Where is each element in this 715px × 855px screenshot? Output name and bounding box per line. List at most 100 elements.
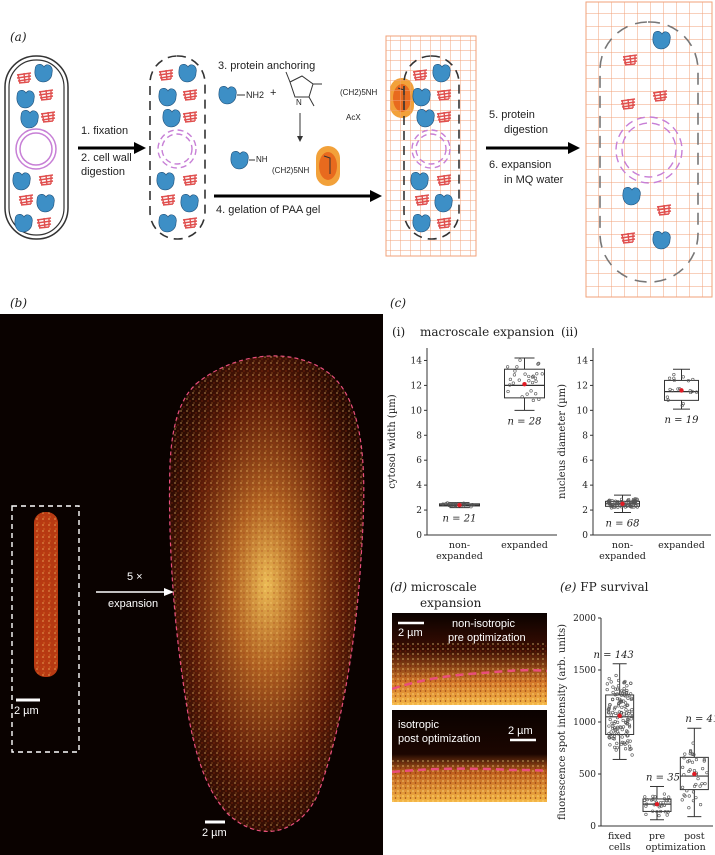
data-point <box>605 682 609 686</box>
data-point <box>667 799 672 803</box>
x-tick-label: non- <box>449 540 470 551</box>
data-point <box>667 795 671 799</box>
data-point <box>609 730 613 734</box>
intact-cell <box>4 55 69 240</box>
chem-nh2: NH2 <box>246 90 265 100</box>
data-point <box>627 712 631 716</box>
data-point <box>666 810 670 814</box>
data-point <box>620 691 625 695</box>
data-point <box>624 732 628 736</box>
scale-bar-large-label: 2 µm <box>202 827 227 839</box>
step-digestion: 5. protein <box>489 109 535 121</box>
data-point <box>506 365 510 369</box>
data-point <box>681 375 685 379</box>
data-point <box>508 377 513 381</box>
data-point <box>613 728 617 732</box>
data-point <box>682 773 686 777</box>
data-point <box>607 735 611 739</box>
data-point <box>645 798 649 802</box>
expansion-factor-label: 5 × <box>127 571 143 583</box>
y-tick-label: 1000 <box>573 718 596 728</box>
data-point <box>651 809 655 813</box>
data-point <box>616 505 620 509</box>
chem-acx: AcX <box>346 113 361 122</box>
step-digestion-2: digestion <box>504 124 549 136</box>
data-point <box>696 777 700 781</box>
data-point <box>680 798 684 802</box>
step-gelation: 4. gelation of PAA gel <box>216 204 321 216</box>
data-point <box>662 803 667 807</box>
data-point <box>623 694 627 698</box>
micro-post-label-2: post optimization <box>398 733 481 745</box>
data-point <box>644 804 648 808</box>
y-tick-label: 2 <box>416 506 422 516</box>
data-point <box>702 759 706 763</box>
data-point <box>606 711 611 715</box>
data-point <box>612 505 617 509</box>
box-iqr <box>504 368 545 399</box>
panel-d-title-1: microscale <box>410 580 477 594</box>
data-point <box>622 712 626 716</box>
expansion-micrograph: 2 µm 5 × expansion 2 µm <box>0 314 383 855</box>
mean-marker <box>692 771 697 777</box>
data-point <box>701 767 705 771</box>
n-label: n = 41 <box>685 714 715 725</box>
data-point <box>629 692 633 696</box>
data-point <box>687 806 691 810</box>
x-tick-label: expanded <box>599 551 646 562</box>
y-axis-label: nucleus diameter (µm) <box>557 384 568 499</box>
data-point <box>540 372 544 376</box>
data-point <box>688 749 693 753</box>
data-point <box>611 685 615 689</box>
data-point <box>629 717 633 721</box>
y-tick-label: 0 <box>416 531 422 541</box>
data-point <box>614 673 618 678</box>
x-tick-label: fixed <box>608 831 631 842</box>
data-point <box>615 687 620 691</box>
data-point <box>630 753 634 757</box>
data-point <box>672 373 676 377</box>
mean-marker <box>679 388 684 393</box>
data-point <box>691 790 696 794</box>
data-point <box>616 684 621 688</box>
data-point <box>627 723 632 727</box>
data-point <box>530 380 535 385</box>
chem-nh: NH <box>256 155 268 164</box>
data-point <box>691 799 696 803</box>
data-point <box>653 795 657 799</box>
data-point <box>614 711 618 716</box>
data-point <box>461 504 465 509</box>
data-point <box>665 395 669 399</box>
panel-c-label-i: (i) <box>392 325 406 339</box>
data-point <box>623 701 628 705</box>
data-point <box>676 387 680 391</box>
micro-pre-scale: 2 µm <box>398 627 423 639</box>
data-point <box>667 376 672 380</box>
data-point <box>616 704 620 708</box>
data-point <box>690 389 694 394</box>
micro-post-scale: 2 µm <box>508 725 533 737</box>
data-point <box>537 361 541 366</box>
panel-d-title-2: expansion <box>420 596 482 610</box>
micro-pre-label-2: pre optimization <box>448 632 526 644</box>
data-point <box>649 798 654 802</box>
data-point <box>609 506 614 510</box>
panel-e-title: FP survival <box>580 580 649 594</box>
data-point <box>624 691 629 695</box>
data-point <box>630 505 634 509</box>
data-point <box>629 681 633 685</box>
micro-post-optimization: isotropic post optimization 2 µm <box>392 710 547 802</box>
data-point <box>688 389 692 393</box>
panel-label-d: (d) microscale <box>390 580 477 594</box>
y-tick-label: 8 <box>582 431 588 441</box>
data-point <box>530 375 535 379</box>
data-point <box>515 365 519 369</box>
data-point <box>692 784 697 788</box>
data-point <box>663 810 667 814</box>
scale-bar-small-label: 2 µm <box>14 705 39 717</box>
step-expansion-2: in MQ water <box>504 174 564 186</box>
data-point <box>531 398 535 402</box>
data-point <box>623 747 628 751</box>
data-point <box>625 684 629 688</box>
data-point <box>682 793 686 797</box>
